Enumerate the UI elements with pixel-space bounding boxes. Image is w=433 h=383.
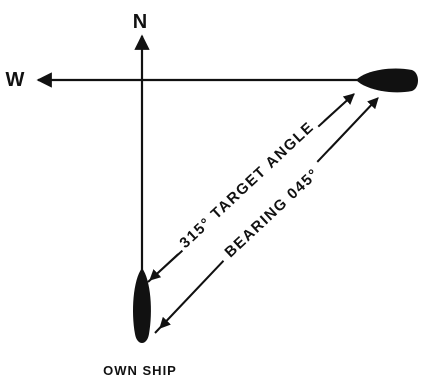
target-angle-dimension-arrow-upper [323,93,355,122]
bearing-dimension-arrow-upper [329,97,379,150]
own-ship [133,268,151,343]
north-label: N [133,11,147,33]
bearing-dimension-arrow-lower [159,272,213,329]
target-ship [356,68,418,93]
west-label: W [6,69,25,91]
own-ship-label: OWN SHIP [103,363,177,378]
target-angle-dimension-arrow-lower [149,253,179,281]
